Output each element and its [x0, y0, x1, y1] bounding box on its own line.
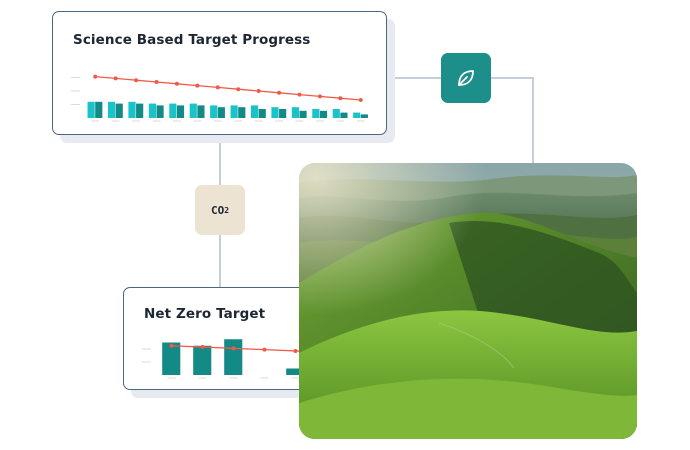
bar	[353, 112, 361, 118]
leaf-badge	[441, 53, 491, 103]
trend-point	[169, 343, 174, 348]
bar	[176, 105, 185, 118]
trend-point	[236, 87, 241, 92]
trend-point	[200, 345, 205, 350]
green-hills-photo	[299, 163, 637, 439]
bar	[87, 101, 95, 118]
bar	[319, 110, 328, 118]
trend-point	[215, 85, 220, 90]
bar	[156, 105, 164, 118]
bar	[224, 339, 243, 375]
bar	[197, 105, 205, 118]
bar	[169, 103, 177, 118]
bar	[332, 109, 340, 118]
bar	[162, 342, 181, 375]
bar	[340, 112, 348, 118]
co2-subscript: 2	[224, 205, 230, 215]
connector-right-vertical	[532, 77, 534, 165]
trend-point	[293, 348, 298, 353]
bar	[193, 345, 212, 375]
trend-point	[134, 78, 139, 83]
net-zero-card-title: Net Zero Target	[144, 306, 266, 322]
trend-line	[95, 75, 361, 101]
trend-point	[262, 347, 267, 352]
trend-point	[231, 346, 236, 351]
trend-point	[93, 74, 98, 79]
co2-text: CO	[210, 203, 225, 217]
bar	[148, 103, 156, 118]
leaf-icon	[458, 70, 474, 86]
sbt-progress-chart	[71, 74, 368, 122]
bar	[250, 105, 259, 118]
trend-point	[113, 76, 118, 81]
bar	[279, 109, 287, 118]
bar	[286, 368, 305, 375]
bar	[360, 114, 368, 118]
trend-point	[317, 94, 322, 99]
bar	[258, 109, 266, 118]
trend-point	[195, 83, 200, 88]
bar	[230, 105, 238, 118]
trend-point	[338, 96, 343, 101]
trend-point	[154, 80, 159, 84]
trend-point	[256, 89, 261, 93]
bar	[189, 103, 197, 118]
bar	[238, 107, 246, 118]
bar	[136, 103, 144, 118]
bar	[95, 101, 103, 118]
trend-point	[358, 98, 363, 102]
bar	[217, 107, 225, 118]
sbt-progress-card: Science Based Target Progress	[52, 11, 387, 135]
bar	[128, 101, 136, 118]
bar	[299, 110, 307, 118]
bar	[107, 101, 116, 118]
bar	[312, 109, 320, 118]
trend-point	[174, 81, 179, 86]
sbt-card-title: Science Based Target Progress	[73, 32, 311, 48]
bar	[291, 107, 299, 118]
trend-point	[297, 92, 302, 97]
bar	[210, 105, 218, 118]
bar	[115, 103, 123, 118]
bar	[271, 107, 279, 118]
trend-point	[277, 90, 282, 95]
